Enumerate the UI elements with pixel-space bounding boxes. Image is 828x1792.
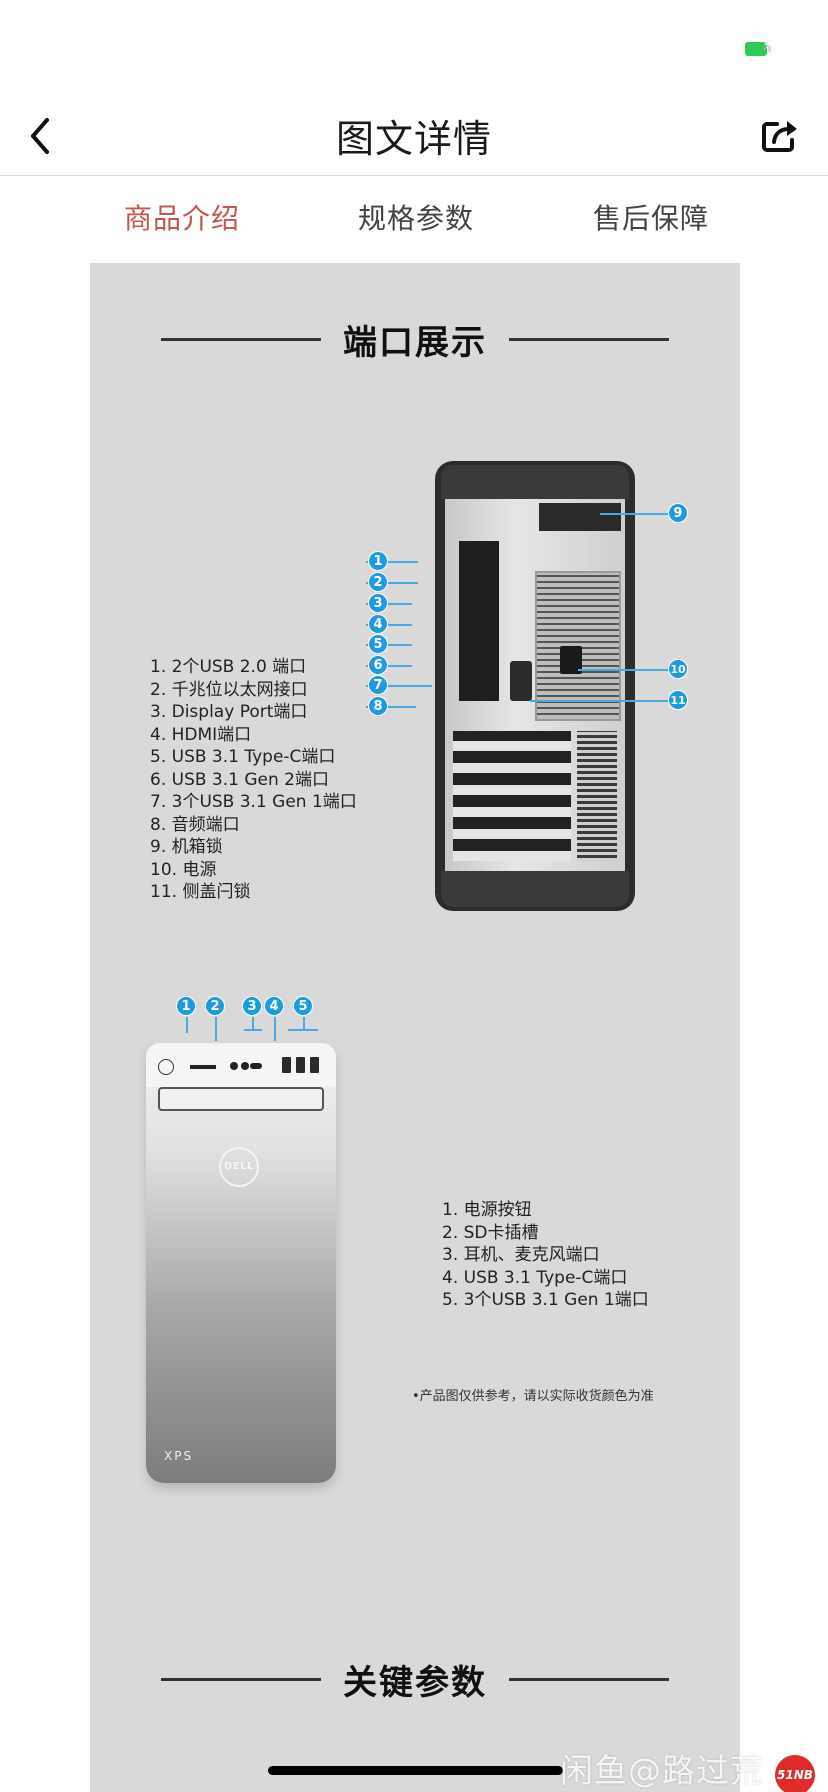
tab-bar: 商品介绍 规格参数 售后保障: [0, 177, 828, 263]
front-ports-list: 1. 电源按钮 2. SD卡插槽 3. 耳机、麦克风端口 4. USB 3.1 …: [442, 1199, 649, 1312]
callout-badge: 4: [264, 996, 284, 1016]
xps-logo: XPS: [164, 1449, 194, 1463]
section-title: 端口展示: [343, 323, 487, 363]
expansion-slots: [453, 731, 571, 861]
list-item: 1. 电源按钮: [442, 1200, 532, 1220]
list-item: 2. SD卡插槽: [442, 1222, 539, 1243]
section-title: 关键参数: [343, 1663, 487, 1703]
list-item: 4. USB 3.1 Type-C端口: [442, 1267, 628, 1288]
divider-line: [161, 1678, 321, 1681]
divider-line: [509, 1678, 669, 1681]
list-item: 5. USB 3.1 Type-C端口: [150, 747, 336, 767]
io-panel: [459, 541, 499, 701]
usb-a-port: [310, 1057, 319, 1073]
chevron-left-icon: [31, 118, 49, 154]
callout-badge: 5: [368, 634, 388, 654]
optical-drive-bay: [158, 1087, 324, 1111]
sd-card-slot: [190, 1065, 216, 1069]
list-item: 1. 2个USB 2.0 端口: [150, 657, 307, 677]
usb-a-port: [282, 1057, 291, 1073]
callout-badge: 9: [668, 503, 688, 523]
rear-panel-image: [435, 461, 635, 911]
callout-badge: 1: [176, 996, 196, 1016]
divider-line: [509, 338, 669, 341]
list-item: 2. 千兆位以太网接口: [150, 679, 308, 700]
callout-badge: 3: [368, 593, 388, 613]
microphone-jack: [241, 1062, 249, 1070]
watermark-badge: 51NB: [775, 1755, 815, 1792]
page-title: 图文详情: [335, 117, 492, 161]
home-indicator[interactable]: [268, 1766, 563, 1775]
callout-badge: 4: [368, 614, 388, 634]
callout-badge: 2: [368, 572, 388, 592]
callout-badge: 6: [368, 655, 388, 675]
headphone-jack: [230, 1062, 238, 1070]
list-item: 9. 机箱锁: [150, 837, 223, 857]
list-item: 10. 电源: [150, 859, 217, 880]
chassis-lock: [539, 503, 621, 531]
navigation-bar: 图文详情: [0, 96, 828, 176]
power-button-icon: [158, 1059, 174, 1075]
list-item: 7. 3个USB 3.1 Gen 1端口: [150, 792, 357, 812]
callout-badge: 1: [368, 551, 388, 571]
callout-badge: 3: [242, 996, 262, 1016]
power-socket: [560, 646, 582, 674]
list-item: 3. Display Port端口: [150, 702, 308, 722]
charging-bolt-icon: ⚡: [762, 38, 772, 54]
callout-badge: 11: [668, 690, 688, 710]
list-item: 11. 侧盖闩锁: [150, 882, 251, 902]
rear-ports-list: 1. 2个USB 2.0 端口 2. 千兆位以太网接口 3. Display P…: [150, 656, 357, 904]
back-button[interactable]: [14, 110, 66, 162]
usb-c-port: [250, 1063, 262, 1069]
callout-badge: 10: [668, 659, 688, 679]
front-panel-image: DELL XPS: [146, 1043, 336, 1483]
share-button[interactable]: [754, 110, 806, 162]
status-bar: ⚡: [0, 0, 828, 96]
callout-badge: 8: [368, 696, 388, 716]
list-item: 4. HDMI端口: [150, 724, 252, 745]
usb-a-port: [296, 1057, 305, 1073]
tab-product-intro[interactable]: 商品介绍: [124, 202, 241, 235]
list-item: 3. 耳机、麦克风端口: [442, 1245, 600, 1265]
ports-section-heading: 端口展示: [90, 315, 740, 364]
side-cover-latch: [510, 661, 532, 701]
battery-charging-icon: [745, 42, 771, 56]
callout-badge: 5: [293, 996, 313, 1016]
tab-after-sales[interactable]: 售后保障: [593, 202, 710, 235]
share-icon: [762, 121, 797, 152]
callout-badge: 7: [368, 675, 388, 695]
dell-logo: DELL: [219, 1147, 259, 1187]
divider-line: [161, 338, 321, 341]
list-item: 8. 音频端口: [150, 814, 240, 835]
callout-badge: 2: [205, 996, 225, 1016]
tab-specifications[interactable]: 规格参数: [358, 202, 475, 235]
key-params-section-heading: 关键参数: [90, 1655, 740, 1704]
disclaimer-text: •产品图仅供参考，请以实际收货颜色为准: [412, 1389, 654, 1404]
watermark-text: 闲鱼@路过荒: [560, 1751, 764, 1790]
list-item: 5. 3个USB 3.1 Gen 1端口: [442, 1290, 649, 1310]
product-detail-image: 端口展示 1 2 3 4 5 6 7 8 9 10 11 1. 2个USB 2.…: [90, 263, 740, 1792]
list-item: 6. USB 3.1 Gen 2端口: [150, 769, 329, 790]
